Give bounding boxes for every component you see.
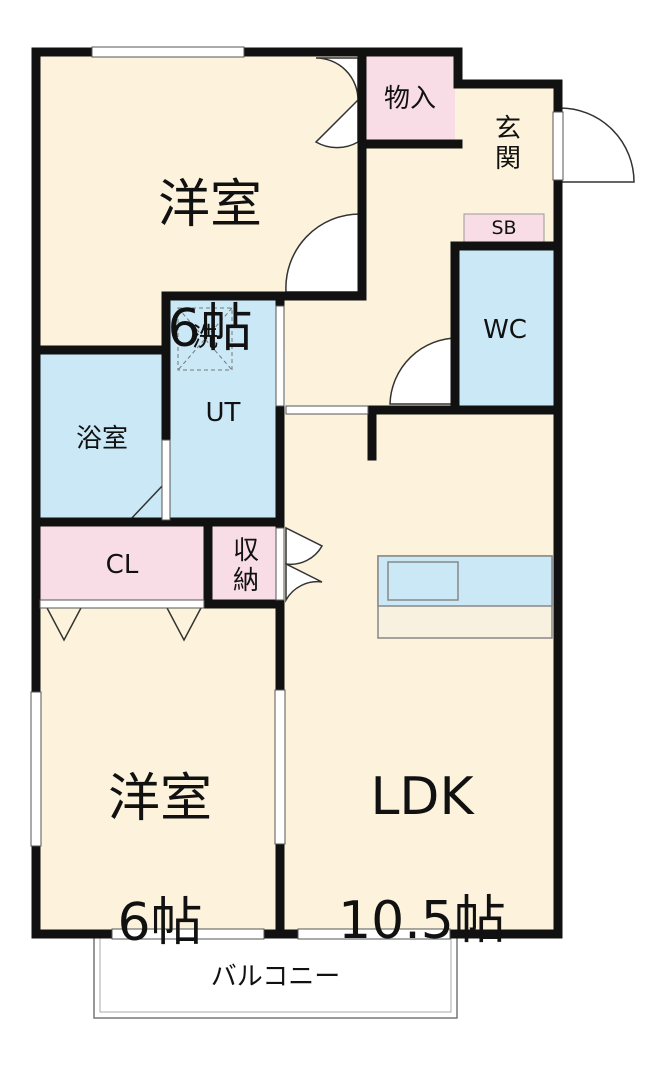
balcony-label: バルコニー — [210, 962, 341, 992]
toilet-label: WC — [483, 315, 527, 345]
bathroom-label: 浴室 — [75, 424, 128, 454]
storage-label: 物入 — [383, 84, 436, 114]
closet-label: CL — [105, 550, 139, 580]
western-room-top-name: 洋室 — [157, 175, 262, 235]
door-swings — [44, 57, 635, 642]
closet-door — [39, 599, 205, 609]
balcony-area — [93, 935, 458, 1019]
utility-hall-opening — [275, 305, 285, 407]
storage-small-label: 収 納 — [232, 536, 259, 596]
utility-label: UT — [205, 398, 241, 428]
washer-space — [177, 307, 233, 371]
entrance-label: 玄 関 — [494, 114, 521, 174]
storage-small-floor — [212, 526, 282, 604]
washer-label: 洗 — [191, 323, 218, 353]
storage-floor — [362, 52, 458, 144]
kitchen-sink — [387, 561, 459, 601]
western-room-top-label: 洋室 6帖 — [100, 112, 320, 422]
ldk-floor — [282, 410, 555, 934]
ldk-name: LDK — [370, 767, 474, 827]
storage-door — [275, 527, 285, 601]
western-room-bottom-label: 洋室 6帖 — [50, 706, 270, 1016]
bathroom-floor — [36, 350, 168, 522]
western-room-bottom-floor — [36, 604, 280, 934]
hall-ldk-opening — [285, 405, 369, 415]
western-room-bottom-name: 洋室 — [107, 769, 212, 829]
western-room-top-size: 6帖 — [167, 299, 253, 359]
western-room-bottom-size: 6帖 — [117, 893, 203, 953]
shoe-box-label: SB — [491, 217, 517, 239]
toilet-floor — [455, 246, 555, 410]
closet-floor — [36, 526, 208, 602]
ldk-size: 10.5帖 — [338, 891, 506, 951]
bath-door — [161, 439, 171, 521]
ldk-label: LDK 10.5帖 — [292, 704, 552, 1014]
windows — [30, 46, 564, 940]
utility-floor — [168, 300, 278, 522]
